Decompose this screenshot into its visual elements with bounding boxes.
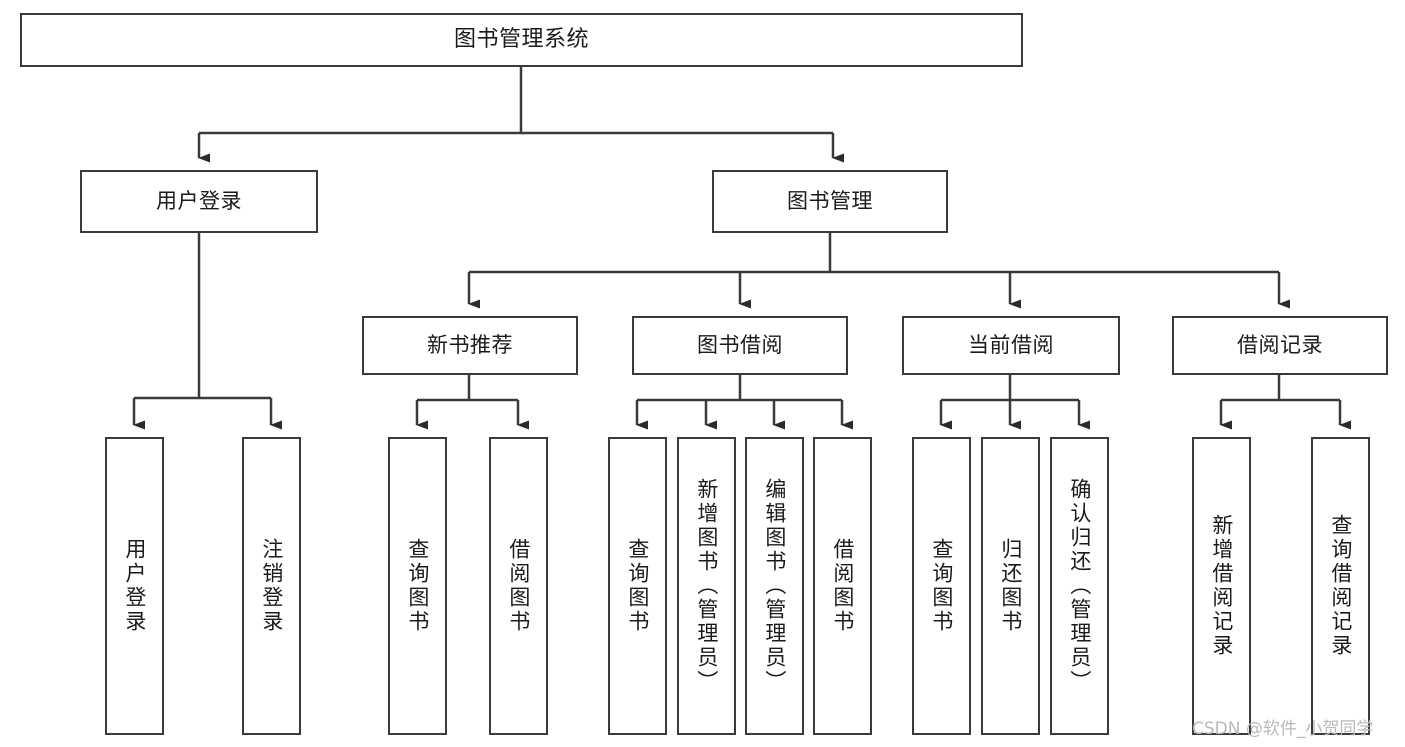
node-label: 新增借阅记录	[1209, 514, 1234, 658]
leaf-current-borrow-query-book[interactable]: 查询图书	[912, 437, 971, 735]
connector-group	[132, 67, 1351, 430]
node-label: 注销登录	[259, 538, 284, 634]
node-borrow-record[interactable]: 借阅记录	[1172, 316, 1388, 375]
node-label: 归还图书	[998, 538, 1023, 634]
node-new-book-recommend[interactable]: 新书推荐	[362, 316, 578, 375]
node-book-management[interactable]: 图书管理	[712, 170, 948, 233]
leaf-user-login-logout[interactable]: 注销登录	[242, 437, 301, 735]
leaf-borrow-record-query-record[interactable]: 查询借阅记录	[1311, 437, 1370, 735]
node-label: 图书管理系统	[453, 27, 589, 53]
node-label: 查询图书	[929, 538, 954, 634]
leaf-book-borrow-add-book-admin[interactable]: 新增图书（管理员）	[677, 437, 736, 735]
node-label: 查询图书	[405, 538, 430, 634]
node-label: 新增图书（管理员）	[694, 478, 719, 694]
leaf-book-borrow-borrow-book[interactable]: 借阅图书	[813, 437, 872, 735]
leaf-new-book-borrow-book[interactable]: 借阅图书	[489, 437, 548, 735]
node-book-borrow[interactable]: 图书借阅	[632, 316, 848, 375]
node-label: 用户登录	[122, 538, 147, 634]
leaf-current-borrow-confirm-return-admin[interactable]: 确认归还（管理员）	[1050, 437, 1109, 735]
leaf-current-borrow-return-book[interactable]: 归还图书	[981, 437, 1040, 735]
node-root-library-system[interactable]: 图书管理系统	[20, 13, 1023, 67]
node-label: 查询图书	[625, 538, 650, 634]
node-label: 借阅记录	[1237, 333, 1323, 358]
leaf-user-login-login[interactable]: 用户登录	[105, 437, 164, 735]
node-current-borrow[interactable]: 当前借阅	[902, 316, 1120, 375]
leaf-new-book-query-book[interactable]: 查询图书	[388, 437, 447, 735]
node-label: 编辑图书（管理员）	[762, 478, 787, 694]
node-label: 图书借阅	[697, 333, 783, 358]
node-label: 确认归还（管理员）	[1067, 478, 1092, 694]
leaf-book-borrow-query-book[interactable]: 查询图书	[608, 437, 667, 735]
leaf-borrow-record-add-record[interactable]: 新增借阅记录	[1192, 437, 1251, 735]
node-label: 查询借阅记录	[1328, 514, 1353, 658]
node-label: 当前借阅	[968, 333, 1054, 358]
node-label: 图书管理	[787, 189, 873, 214]
node-label: 用户登录	[156, 189, 242, 214]
node-label: 新书推荐	[427, 333, 513, 358]
node-label: 借阅图书	[506, 538, 531, 634]
leaf-book-borrow-edit-book-admin[interactable]: 编辑图书（管理员）	[745, 437, 804, 735]
node-user-login[interactable]: 用户登录	[80, 170, 318, 233]
node-label: 借阅图书	[830, 538, 855, 634]
